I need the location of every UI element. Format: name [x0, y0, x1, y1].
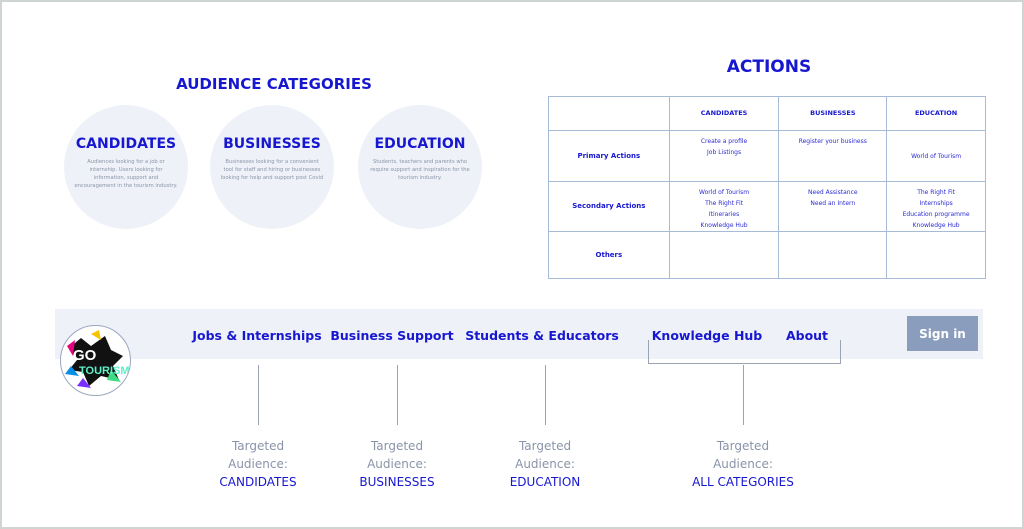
- bracket-connector: [648, 340, 841, 364]
- action-link[interactable]: Create a profile: [700, 138, 748, 145]
- action-cell: [668, 231, 780, 279]
- target-category: EDUCATION: [509, 475, 581, 489]
- category-name: EDUCATION: [374, 136, 466, 152]
- action-link[interactable]: Register your business: [798, 138, 867, 145]
- svg-text:TOURISM: TOURISM: [79, 365, 130, 377]
- action-link[interactable]: World of Tourism: [911, 152, 962, 160]
- nav-about[interactable]: About: [785, 328, 829, 343]
- target-category: BUSINESSES: [359, 475, 435, 489]
- category-desc: Students, teachers and parents who requi…: [370, 159, 470, 181]
- target-prefix: Audience:: [228, 457, 288, 471]
- action-link[interactable]: World of Tourism: [699, 189, 750, 196]
- action-link[interactable]: Need Assistance: [808, 189, 858, 196]
- connector-line: [397, 365, 398, 425]
- connector-line: [258, 365, 259, 425]
- sign-in-button[interactable]: Sign in: [907, 316, 978, 351]
- actions-table: CANDIDATES BUSINESSES EDUCATION Primary …: [548, 96, 986, 279]
- category-desc: Audiences looking for a job or internshi…: [74, 159, 178, 189]
- actions-title: ACTIONS: [726, 57, 812, 77]
- svg-text:GO: GO: [73, 347, 97, 364]
- target-category: ALL CATEGORIES: [692, 475, 794, 489]
- action-cell: Register your business: [778, 130, 888, 182]
- nav-business-support[interactable]: Business Support: [330, 328, 454, 343]
- target-prefix: Targeted: [716, 439, 770, 453]
- category-name: BUSINESSES: [223, 136, 321, 152]
- action-link[interactable]: Need an Intern: [810, 200, 856, 207]
- target-prefix: Audience:: [367, 457, 427, 471]
- action-cell: [778, 231, 888, 279]
- row-label: Others: [548, 231, 670, 279]
- action-link[interactable]: Job Listings: [707, 149, 742, 156]
- category-name: CANDIDATES: [75, 136, 177, 152]
- action-link[interactable]: Education programme: [902, 211, 970, 218]
- action-link[interactable]: The Right Fit: [705, 200, 743, 207]
- target-category: CANDIDATES: [219, 475, 297, 489]
- action-link[interactable]: Internships: [919, 200, 953, 207]
- nav-jobs-internships[interactable]: Jobs & Internships: [192, 328, 322, 343]
- header-cell: CANDIDATES: [668, 96, 780, 131]
- nav-bar: [55, 309, 983, 359]
- target-prefix: Targeted: [370, 439, 424, 453]
- connector-line: [743, 365, 744, 425]
- action-cell: World of Tourism: [886, 130, 986, 182]
- action-link[interactable]: The Right Fit: [917, 189, 955, 196]
- action-link[interactable]: Itineraries: [708, 211, 740, 218]
- connector-line: [545, 365, 546, 425]
- row-label: Secondary Actions: [548, 181, 670, 232]
- target-prefix: Targeted: [231, 439, 285, 453]
- action-link[interactable]: Knowledge Hub: [700, 222, 748, 229]
- action-link[interactable]: Knowledge Hub: [912, 222, 960, 229]
- target-prefix: Audience:: [713, 457, 773, 471]
- nav-students-educators[interactable]: Students & Educators: [465, 328, 619, 343]
- category-businesses: BUSINESSES Businesses looking for a conve…: [210, 105, 334, 229]
- target-prefix: Targeted: [518, 439, 572, 453]
- audience-title: AUDIENCE CATEGORIES: [176, 75, 372, 93]
- category-education: EDUCATION Students, teachers and parents …: [358, 105, 482, 229]
- row-label: Primary Actions: [548, 130, 670, 182]
- category-candidates: CANDIDATES Audiences looking for a job or…: [64, 105, 188, 229]
- header-cell: BUSINESSES: [778, 96, 888, 131]
- action-cell: [886, 231, 986, 279]
- target-prefix: Audience:: [515, 457, 575, 471]
- header-empty: [548, 96, 670, 131]
- header-cell: EDUCATION: [886, 96, 986, 131]
- category-desc: Businesses looking for a convenient tool…: [220, 159, 324, 181]
- nav-knowledge-hub[interactable]: Knowledge Hub: [651, 328, 763, 343]
